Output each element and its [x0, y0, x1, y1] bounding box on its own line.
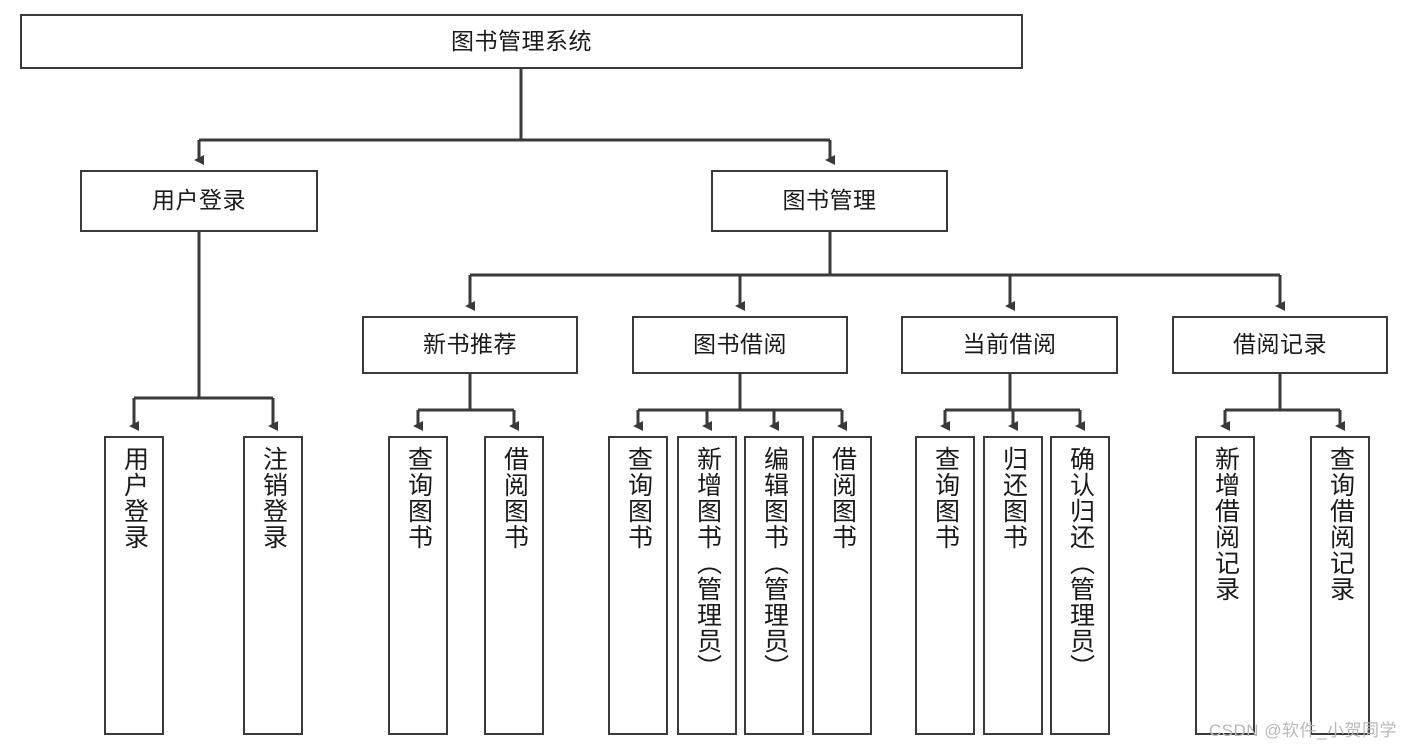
node-leaf-query-book-3-label: 查询图书: [931, 446, 960, 550]
node-new-book-recommend[interactable]: 新书推荐: [362, 316, 578, 374]
node-leaf-return-book-label: 归还图书: [999, 446, 1028, 550]
node-leaf-edit-book-admin[interactable]: 编辑图书（管理员）: [744, 436, 804, 735]
node-new-book-recommend-label: 新书推荐: [423, 331, 517, 358]
node-current-borrow[interactable]: 当前借阅: [901, 316, 1118, 374]
node-book-borrow-label: 图书借阅: [693, 331, 787, 358]
node-leaf-borrow-book-1[interactable]: 借阅图书: [484, 436, 544, 735]
node-leaf-query-book-1-label: 查询图书: [404, 446, 433, 550]
node-leaf-query-book-2[interactable]: 查询图书: [608, 436, 668, 735]
node-leaf-borrow-book-2[interactable]: 借阅图书: [812, 436, 872, 735]
node-book-borrow[interactable]: 图书借阅: [632, 316, 848, 374]
node-book-manage[interactable]: 图书管理: [711, 170, 948, 232]
node-leaf-query-borrow-record-label: 查询借阅记录: [1326, 446, 1355, 602]
node-leaf-add-book-admin-label: 新增图书（管理员）: [693, 446, 722, 680]
node-leaf-borrow-book-2-label: 借阅图书: [828, 446, 857, 550]
node-leaf-confirm-return-admin-label: 确认归还（管理员）: [1066, 446, 1095, 680]
node-leaf-user-login[interactable]: 用户登录: [104, 436, 164, 735]
node-leaf-confirm-return-admin[interactable]: 确认归还（管理员）: [1050, 436, 1110, 735]
node-leaf-return-book[interactable]: 归还图书: [983, 436, 1043, 735]
node-borrow-record[interactable]: 借阅记录: [1172, 316, 1388, 374]
node-leaf-query-book-2-label: 查询图书: [624, 446, 653, 550]
node-root[interactable]: 图书管理系统: [20, 14, 1023, 69]
node-leaf-add-borrow-record[interactable]: 新增借阅记录: [1195, 436, 1255, 735]
node-user-login[interactable]: 用户登录: [80, 170, 318, 232]
node-book-manage-label: 图书管理: [782, 187, 877, 214]
node-root-label: 图书管理系统: [451, 27, 592, 54]
node-leaf-user-logout[interactable]: 注销登录: [243, 436, 303, 735]
node-leaf-user-login-label: 用户登录: [120, 446, 149, 550]
node-leaf-query-borrow-record[interactable]: 查询借阅记录: [1310, 436, 1370, 735]
csdn-watermark: CSDN @软件_小贺同学: [1208, 721, 1397, 740]
node-leaf-edit-book-admin-label: 编辑图书（管理员）: [760, 446, 789, 680]
node-current-borrow-label: 当前借阅: [962, 331, 1057, 358]
node-user-login-label: 用户登录: [152, 187, 246, 214]
node-borrow-record-label: 借阅记录: [1233, 331, 1327, 358]
node-leaf-borrow-book-1-label: 借阅图书: [500, 446, 529, 550]
node-leaf-query-book-3[interactable]: 查询图书: [915, 436, 975, 735]
node-leaf-add-book-admin[interactable]: 新增图书（管理员）: [677, 436, 737, 735]
node-leaf-add-borrow-record-label: 新增借阅记录: [1211, 446, 1240, 602]
node-leaf-user-logout-label: 注销登录: [259, 446, 288, 550]
node-leaf-query-book-1[interactable]: 查询图书: [388, 436, 448, 735]
